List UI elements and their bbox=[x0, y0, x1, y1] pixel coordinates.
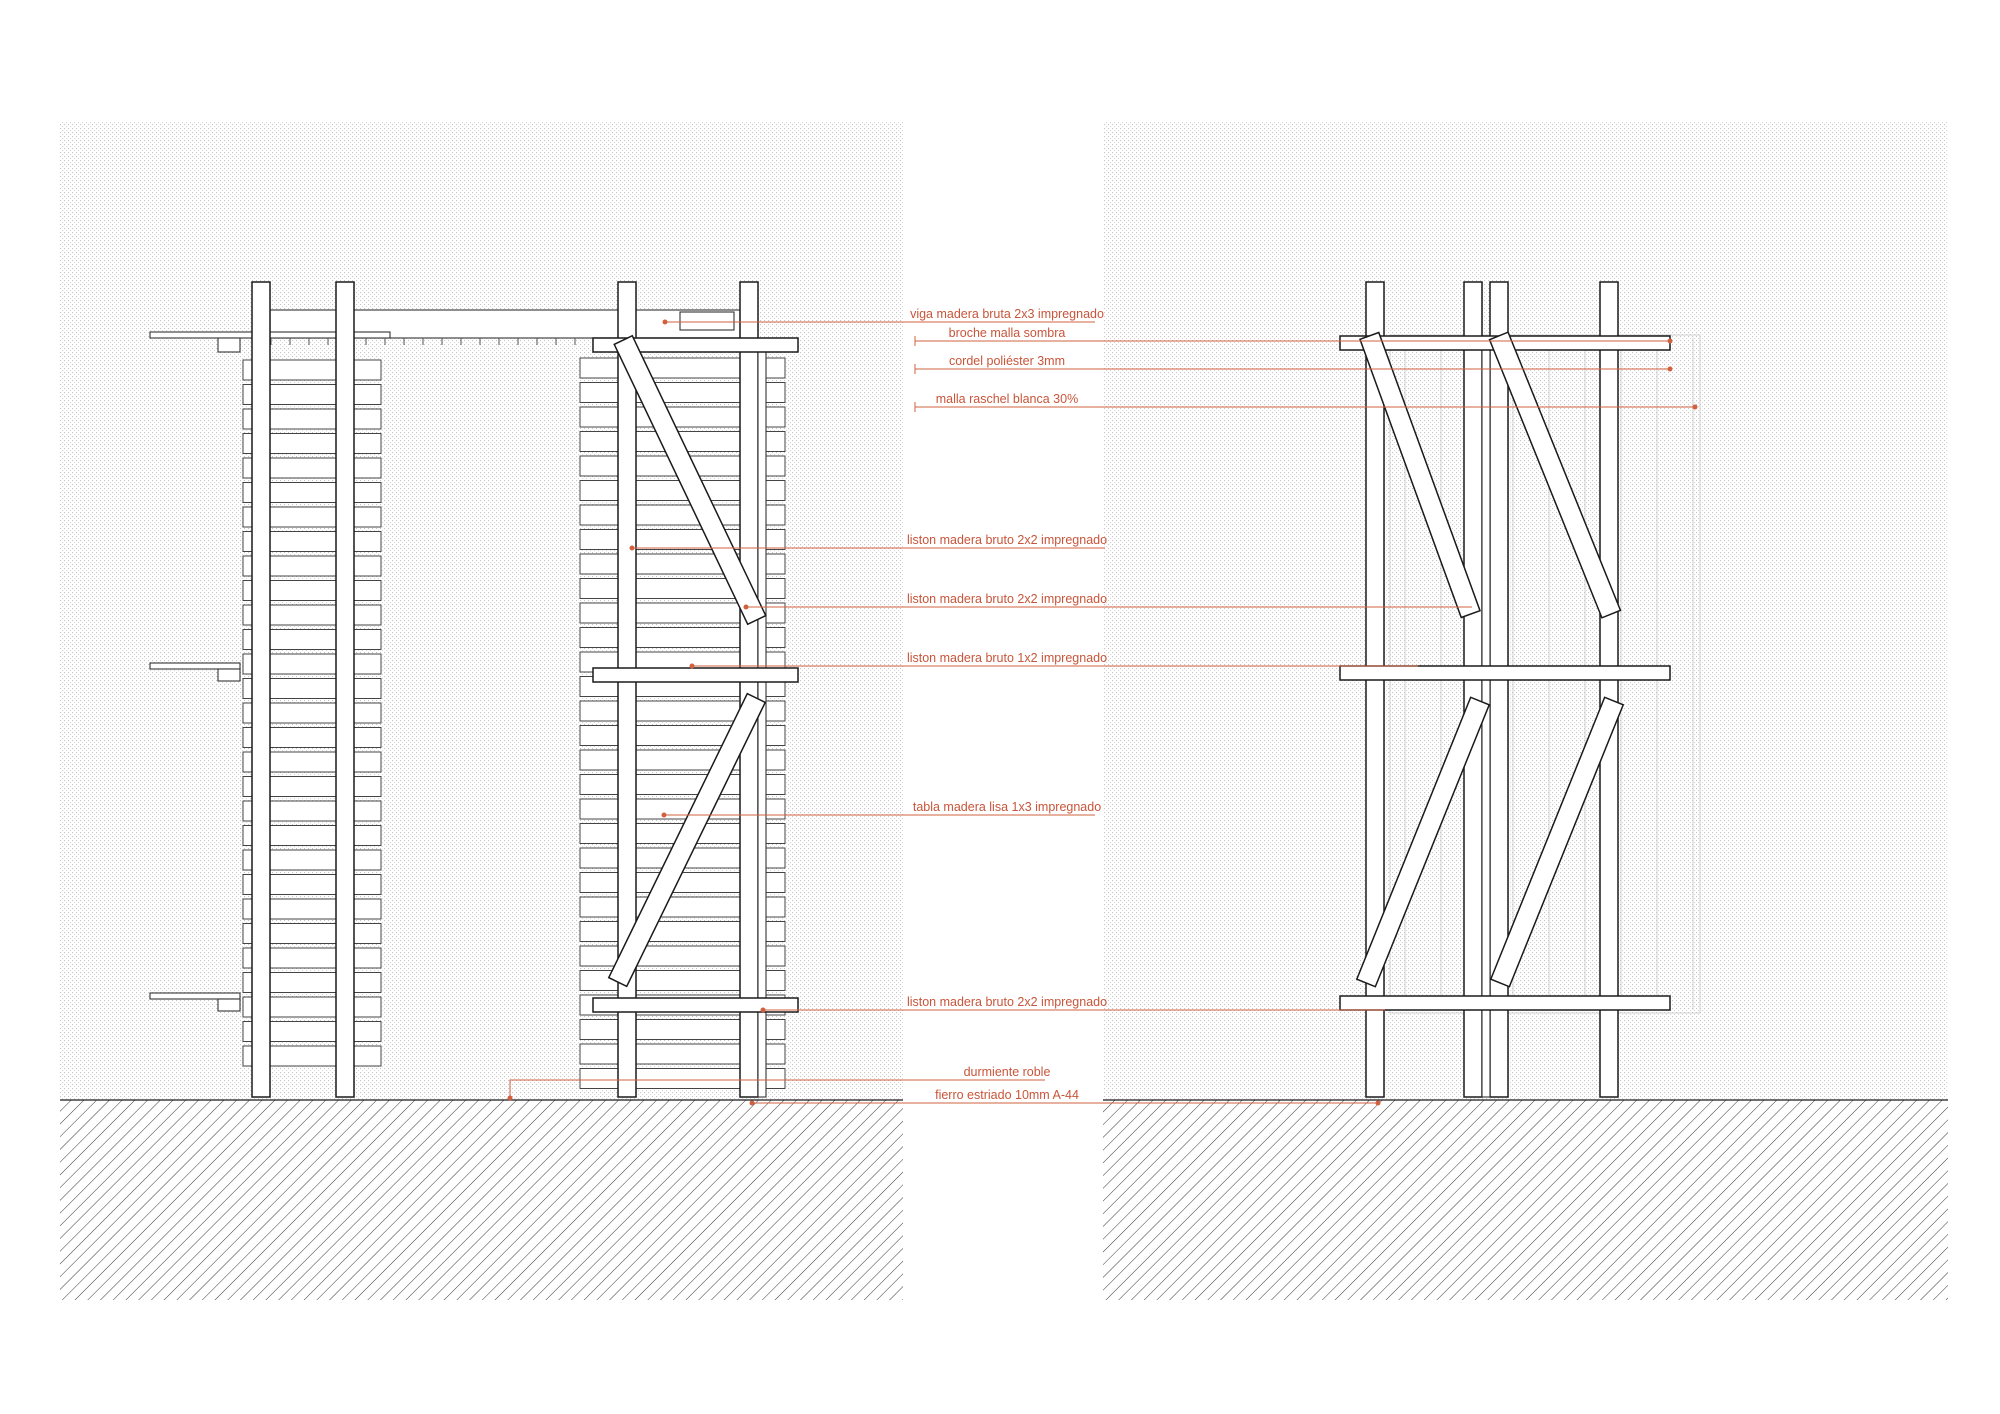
label-malla: malla raschel blanca 30% bbox=[936, 392, 1078, 406]
post-b2 bbox=[739, 281, 759, 1098]
rail-c-low bbox=[1339, 995, 1671, 1011]
rail-a-low bbox=[149, 992, 241, 1000]
post-c1 bbox=[1365, 281, 1385, 1098]
leader-liston2-dot bbox=[743, 604, 749, 610]
diagonal-c1 bbox=[1359, 331, 1481, 619]
post-a1 bbox=[251, 281, 271, 1098]
post-c4 bbox=[1599, 281, 1619, 1098]
diagonal-b2 bbox=[607, 692, 767, 988]
label-liston4: liston madera bruto 2x2 impregnado bbox=[907, 995, 1107, 1009]
rail-b-top bbox=[592, 337, 799, 353]
diagonal-b1 bbox=[613, 334, 767, 626]
elevation-c bbox=[1339, 281, 1701, 1098]
top-beam-a-ticks bbox=[251, 338, 576, 345]
label-cordel: cordel poliéster 3mm bbox=[949, 354, 1065, 368]
label-tabla: tabla madera lisa 1x3 impregnado bbox=[913, 800, 1101, 814]
leader-cordel-dot bbox=[1667, 366, 1673, 372]
rail-b-mid bbox=[592, 667, 799, 683]
rail-a-mid-block bbox=[217, 668, 241, 682]
leader-liston3-dot bbox=[689, 663, 695, 669]
annotation-leaders bbox=[507, 319, 1698, 1106]
elevation-a bbox=[149, 281, 741, 1098]
top-beam-a-block bbox=[217, 337, 241, 353]
leader-durmiente bbox=[509, 1079, 1045, 1098]
diagonal-c4 bbox=[1489, 696, 1625, 988]
left-ground-hatch bbox=[60, 1100, 903, 1300]
diagonal-c3 bbox=[1355, 696, 1491, 988]
post-a2 bbox=[335, 281, 355, 1098]
annotation-labels: viga madera bruta 2x3 impregnado broche … bbox=[907, 307, 1107, 1102]
leader-liston1-dot bbox=[629, 545, 635, 551]
leader-tabla-dot bbox=[661, 812, 667, 818]
rail-b-low bbox=[592, 997, 799, 1013]
top-cap-b bbox=[679, 311, 735, 331]
post-b2-inner bbox=[757, 349, 767, 1098]
post-b1 bbox=[617, 281, 637, 1098]
leader-liston4-dot bbox=[760, 1007, 766, 1013]
rail-c-mid bbox=[1339, 665, 1671, 681]
rail-a-low-block bbox=[217, 998, 241, 1012]
label-fierro: fierro estriado 10mm A-44 bbox=[935, 1088, 1079, 1102]
leader-viga-dot bbox=[662, 319, 668, 325]
label-durmiente: durmiente roble bbox=[964, 1065, 1051, 1079]
label-viga: viga madera bruta 2x3 impregnado bbox=[910, 307, 1104, 321]
leader-fierro-dot-right bbox=[1375, 1100, 1381, 1106]
leader-durmiente-dot bbox=[507, 1095, 513, 1101]
leader-broche-dot bbox=[1667, 338, 1673, 344]
label-liston1: liston madera bruto 2x2 impregnado bbox=[907, 533, 1107, 547]
label-liston2: liston madera bruto 2x2 impregnado bbox=[907, 592, 1107, 606]
label-broche: broche malla sombra bbox=[949, 326, 1066, 340]
post-c2 bbox=[1463, 281, 1483, 1098]
leader-fierro-dot bbox=[749, 1100, 755, 1106]
right-panel-background bbox=[1103, 122, 1948, 1100]
leader-malla-dot bbox=[1692, 404, 1698, 410]
right-ground-hatch bbox=[1103, 1100, 1948, 1300]
elevation-b bbox=[579, 281, 799, 1098]
rail-a-mid bbox=[149, 662, 241, 670]
diagonal-c2 bbox=[1488, 331, 1622, 619]
label-liston3: liston madera bruto 1x2 impregnado bbox=[907, 651, 1107, 665]
